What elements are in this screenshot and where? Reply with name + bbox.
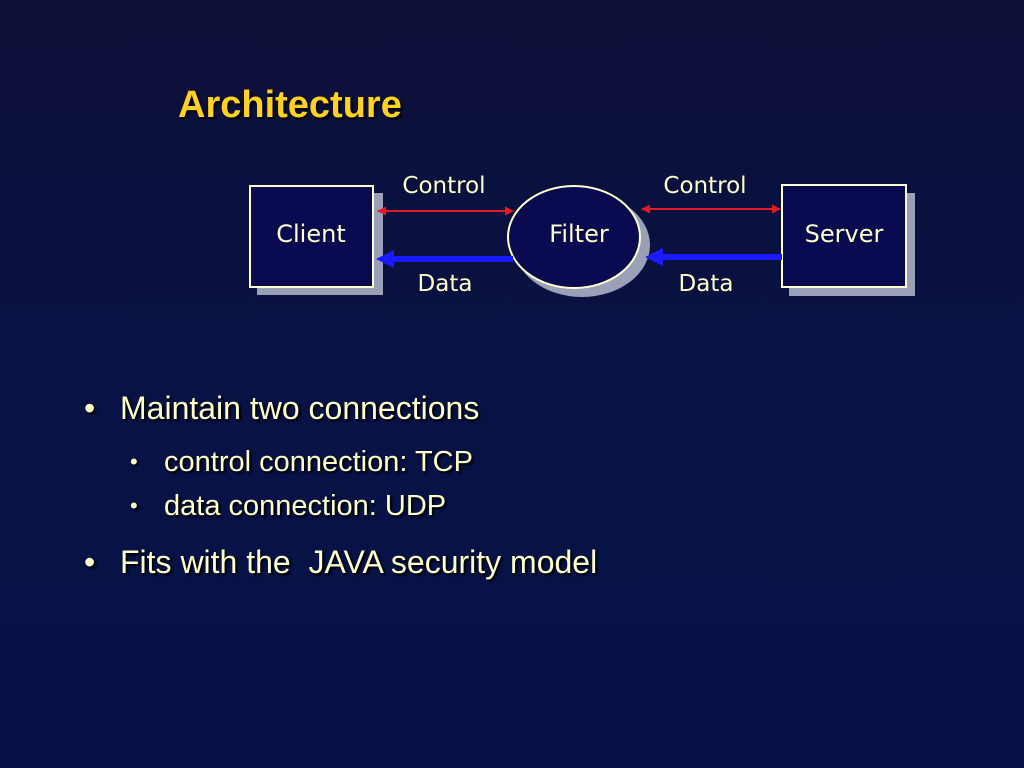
right-control-label: Control <box>663 173 746 199</box>
sub-bullet-item: • data connection: UDP <box>80 484 597 528</box>
bullet-list: • Maintain two connections • control con… <box>80 388 597 582</box>
left-data-arrow <box>376 250 513 268</box>
client-label: Client <box>276 220 345 248</box>
left-control-label: Control <box>402 173 485 199</box>
sub-bullet-dot: • <box>130 493 138 518</box>
sub-bullet-item: • control connection: TCP <box>80 440 597 484</box>
sub-bullet-text: data connection: UDP <box>164 490 447 522</box>
slide-title: Architecture <box>178 84 402 126</box>
architecture-diagram: Client Server Filter Control Control Dat… <box>249 173 915 297</box>
bullet-item: • Fits with the JAVA security model <box>80 542 597 582</box>
filter-node: Filter <box>507 185 650 297</box>
bullet-dot: • <box>84 544 96 580</box>
sub-bullet-dot: • <box>130 449 138 474</box>
sub-bullet-text: control connection: TCP <box>164 446 473 478</box>
client-node: Client <box>249 185 383 295</box>
server-node: Server <box>781 184 915 296</box>
bullet-dot: • <box>84 390 96 426</box>
right-data-label: Data <box>679 271 734 297</box>
right-data-arrow <box>645 248 782 266</box>
server-label: Server <box>805 220 884 248</box>
left-data-label: Data <box>418 271 473 297</box>
bullet-text: Fits with the JAVA security model <box>120 544 598 580</box>
filter-label: Filter <box>549 220 609 248</box>
bullet-item: • Maintain two connections <box>80 388 597 428</box>
bullet-text: Maintain two connections <box>120 390 480 426</box>
